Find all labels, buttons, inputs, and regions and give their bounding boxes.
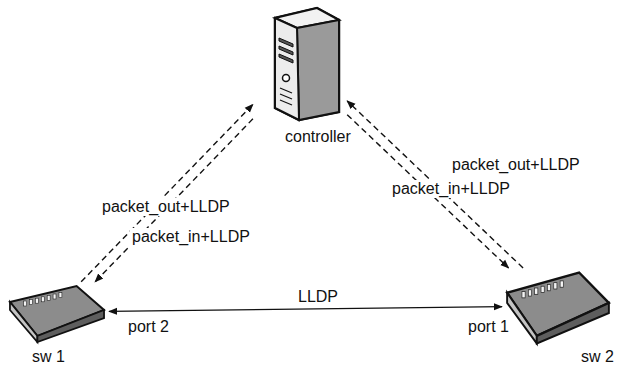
switch-node: sw 1 [8, 284, 106, 344]
port-label: port 1 [466, 318, 511, 336]
message-label: LLDP [296, 288, 340, 306]
lldp-link [109, 307, 502, 312]
openflow-message [95, 119, 253, 282]
message-label: packet_out+LLDP [100, 198, 232, 216]
port-label: port 2 [126, 318, 171, 336]
switch-icon [8, 284, 106, 344]
message-label: packet_in+LLDP [130, 228, 252, 246]
server-icon [255, 4, 345, 122]
node-label: sw 2 [581, 348, 614, 366]
openflow-message [347, 101, 523, 268]
node-label: controller [285, 128, 351, 146]
node-label: sw 1 [32, 348, 65, 366]
message-label: packet_out+LLDP [450, 156, 582, 174]
server-node: controller [255, 4, 345, 122]
switch-icon [505, 270, 611, 346]
switch-node: sw 2 [505, 270, 611, 346]
message-label: packet_in+LLDP [390, 180, 512, 198]
openflow-message [81, 104, 253, 281]
